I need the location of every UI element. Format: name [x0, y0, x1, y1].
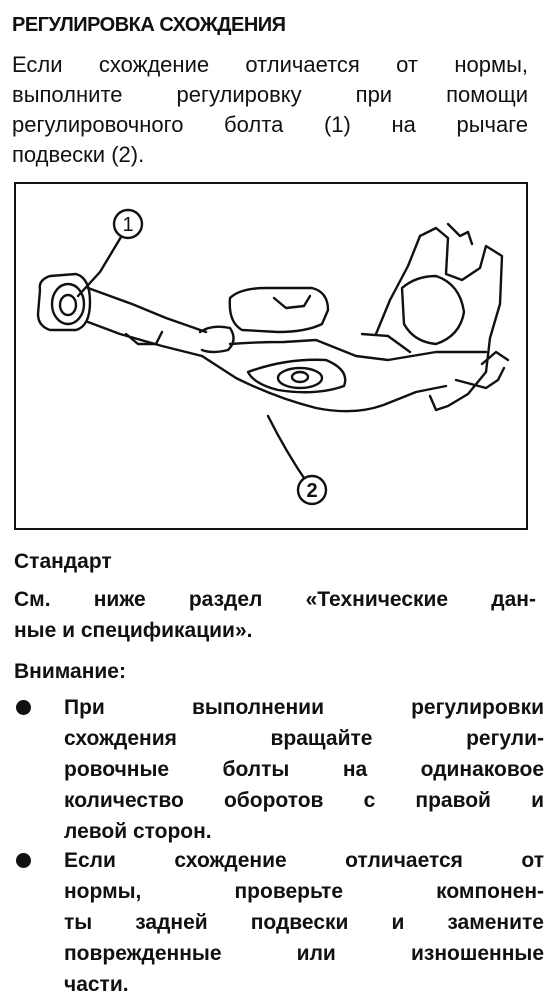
callout-1-leader: [76, 230, 126, 298]
intro-line: регулировочного болта (1) на рычаге: [12, 112, 528, 137]
lower-arm-bottom-edge: [200, 354, 448, 413]
intro-paragraph: Если схождение отличается от нормы, выпо…: [12, 50, 528, 170]
arm-upper-edge: [86, 286, 208, 334]
callout-1-label: 1: [122, 214, 133, 236]
arm-clamp: [124, 330, 164, 346]
intro-line: Если схождение отличается от нормы,: [12, 52, 528, 77]
spring-seat-center: [290, 370, 310, 384]
section-title: РЕГУЛИРОВКА СХОЖДЕНИЯ: [12, 14, 286, 36]
callout-1-marker: 1: [112, 208, 144, 240]
standard-line: ные и спецификации».: [14, 619, 253, 642]
knuckle-lower-link: [360, 332, 412, 354]
warning-heading: Внимание:: [14, 660, 126, 683]
callout-2-marker: 2: [296, 474, 328, 506]
bullet-line: схождения вращайте регули-: [64, 727, 544, 750]
arm-bracket-detail: [272, 294, 312, 310]
arm-lower-edge: [86, 320, 204, 358]
knuckle-bolt: [480, 350, 510, 366]
intro-line: подвески (2).: [12, 142, 145, 167]
spring-seat: [246, 358, 347, 394]
bullet-line: ровочные болты на одинаковое: [64, 758, 544, 781]
suspension-arm-figure: 1 2: [14, 182, 528, 530]
bullet-line: поврежденные или изношенные: [64, 942, 544, 965]
standard-text: См. ниже раздел «Технические дан- ные и …: [14, 584, 536, 646]
callout-2-leader: [266, 414, 310, 486]
bullet-line: левой сторон.: [64, 820, 212, 843]
knuckle-outline: [374, 226, 504, 412]
spring-seat-hole: [276, 366, 324, 390]
knuckle-lower-tab: [454, 366, 506, 390]
bushing-outline: [36, 272, 92, 332]
warning-bullet-text: Если схождение отличается от нормы, пров…: [64, 845, 544, 1000]
standard-line: См. ниже раздел «Технические дан-: [14, 588, 536, 611]
bullet-dot-icon: [16, 700, 31, 715]
warning-bullet-text: При выполнении регулировки схождения вра…: [64, 692, 544, 847]
adjusting-bolt-head: [58, 293, 78, 317]
bullet-line: нормы, проверьте компонен-: [64, 880, 544, 903]
suspension-arm-drawing: 1 2: [36, 208, 510, 506]
knuckle-top-tab: [446, 222, 474, 246]
standard-heading: Стандарт: [14, 550, 112, 573]
bullet-line: количество оборотов с правой и: [64, 789, 544, 812]
bullet-line: При выполнении регулировки: [64, 696, 544, 719]
callout-2-label: 2: [306, 480, 317, 502]
intro-line: выполните регулировку при помощи: [12, 82, 528, 107]
arm-bracket: [228, 286, 330, 334]
bullet-line: ты задней подвески и замените: [64, 911, 544, 934]
bullet-line: части.: [64, 973, 129, 996]
arm-joint: [198, 325, 235, 354]
knuckle-hub-bore: [400, 274, 466, 346]
bushing-ring: [50, 282, 86, 326]
bullet-dot-icon: [16, 853, 31, 868]
lower-arm-top-edge: [228, 338, 488, 362]
bullet-line: Если схождение отличается от: [64, 849, 544, 872]
